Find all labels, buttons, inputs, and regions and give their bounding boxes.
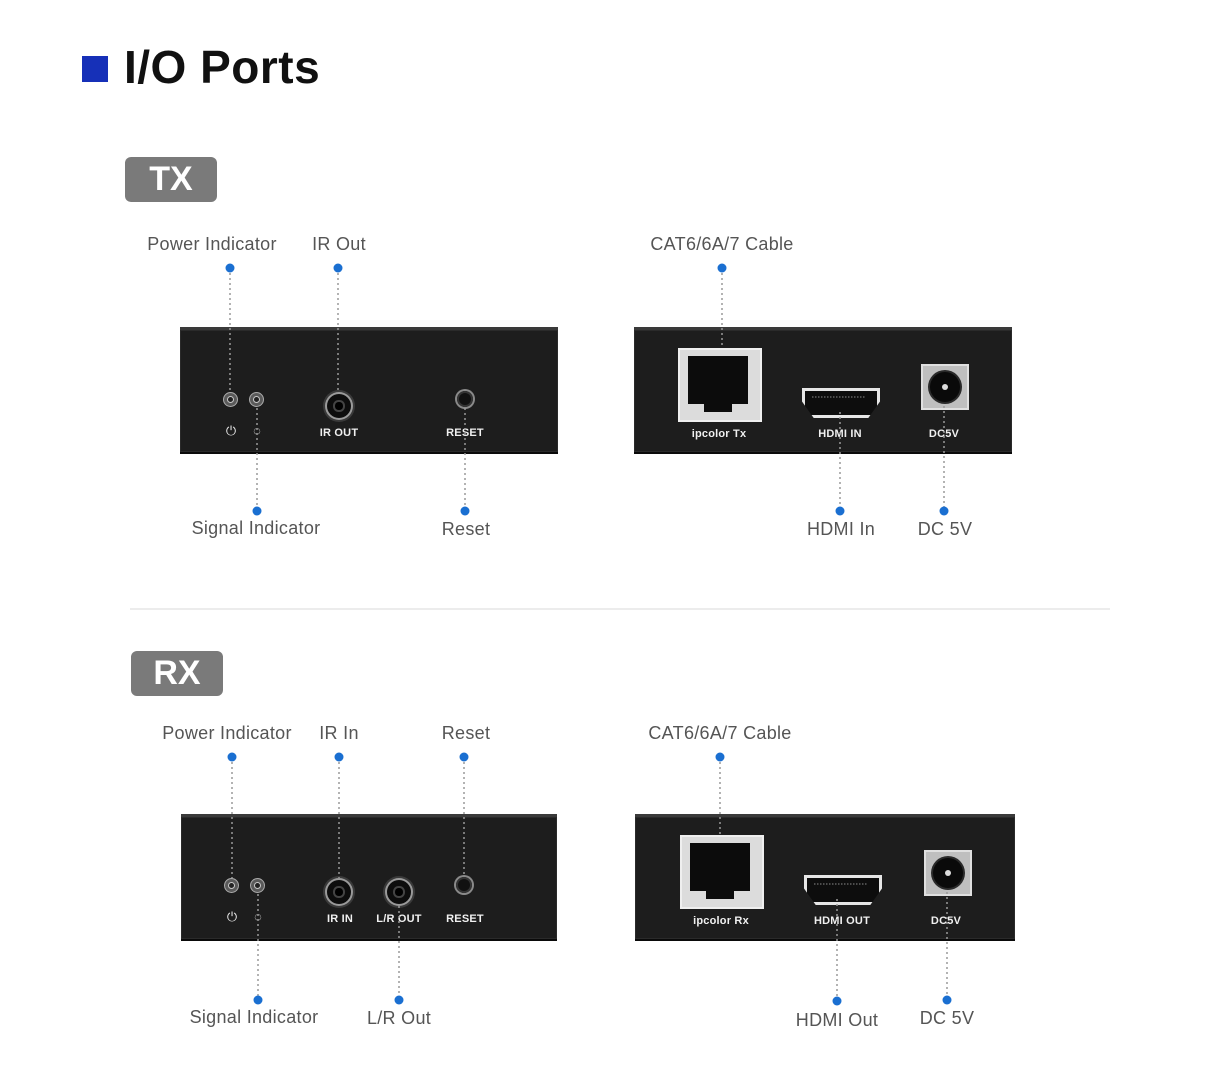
rx-ir-in-port-label: IR IN: [326, 913, 354, 925]
rx-dc-dot: [942, 995, 952, 1005]
tx-dc-jack: [921, 364, 969, 410]
rx-signal-led: [251, 879, 264, 892]
tx-reset-port-label: RESET: [446, 427, 484, 439]
rx-label-dc: DC 5V: [919, 1008, 975, 1028]
page-title: I/O Ports: [124, 41, 321, 93]
tx-label-hdmi-in: HDMI In: [806, 519, 876, 539]
tx-signal-dot: [252, 506, 262, 516]
rx-signal-dot: [253, 995, 263, 1005]
rx-label-reset: Reset: [441, 723, 491, 743]
tx-cable-dot: [717, 263, 727, 273]
tx-badge: TX: [125, 157, 217, 202]
rx-cable-dot: [715, 752, 725, 762]
rx-lr-out-jack: [387, 880, 411, 904]
rx-dc-jack: [924, 850, 972, 896]
tx-dc-dot: [939, 506, 949, 516]
tx-hdmi-label: HDMI IN: [818, 428, 862, 440]
signal-icon: ◌: [254, 909, 262, 924]
rx-label-hdmi-out: HDMI Out: [795, 1010, 879, 1030]
rx-badge: RX: [131, 651, 223, 696]
rx-hdmi-dot: [832, 996, 842, 1006]
tx-ir-out-port-label: IR OUT: [319, 427, 359, 439]
rx-hdmi-out-port: [804, 875, 882, 905]
signal-icon: ◌: [253, 423, 261, 438]
tx-hdmi-in-port: [802, 388, 880, 418]
tx-ir-out-dot: [333, 263, 343, 273]
tx-signal-led: [250, 393, 263, 406]
rx-ir-in-jack: [327, 880, 351, 904]
tx-rj45-port: [678, 348, 762, 422]
tx-dc-label: DC5V: [928, 428, 960, 440]
tx-label-ir-out: IR Out: [312, 234, 366, 254]
rx-label-ir-in: IR In: [319, 723, 359, 743]
rx-rj45-label: ipcolor Rx: [693, 915, 749, 927]
power-icon: ⏻: [226, 909, 238, 924]
power-icon: ⏻: [225, 423, 237, 438]
rx-label-lr-out: L/R Out: [366, 1008, 432, 1028]
tx-ir-out-jack: [327, 394, 351, 418]
title-square-icon: [82, 56, 108, 82]
rx-dc-label: DC5V: [930, 915, 962, 927]
tx-reset-button: [457, 391, 473, 407]
rx-front-panel: [181, 814, 557, 941]
rx-lr-out-dot: [394, 995, 404, 1005]
rx-hdmi-label: HDMI OUT: [814, 915, 870, 927]
rx-label-signal-indicator: Signal Indicator: [189, 1007, 319, 1027]
tx-label-cable: CAT6/6A/7 Cable: [650, 234, 794, 254]
tx-label-dc: DC 5V: [917, 519, 973, 539]
rx-ir-in-dot: [334, 752, 344, 762]
rx-reset-port-label: RESET: [446, 913, 484, 925]
tx-label-power-indicator: Power Indicator: [147, 234, 277, 254]
rx-power-led: [225, 879, 238, 892]
tx-power-led: [224, 393, 237, 406]
rx-rj45-port: [680, 835, 764, 909]
rx-label-cable: CAT6/6A/7 Cable: [648, 723, 792, 743]
rx-label-power-indicator: Power Indicator: [162, 723, 292, 743]
section-divider: [130, 608, 1110, 610]
tx-rj45-label: ipcolor Tx: [691, 428, 747, 440]
rx-lr-out-port-label: L/R OUT: [376, 913, 422, 925]
rx-power-dot: [227, 752, 237, 762]
rx-reset-dot: [459, 752, 469, 762]
tx-label-signal-indicator: Signal Indicator: [191, 518, 321, 538]
tx-power-dot: [225, 263, 235, 273]
tx-reset-dot: [460, 506, 470, 516]
tx-label-reset: Reset: [441, 519, 491, 539]
rx-reset-button: [456, 877, 472, 893]
tx-hdmi-dot: [835, 506, 845, 516]
tx-front-panel: [180, 327, 558, 454]
